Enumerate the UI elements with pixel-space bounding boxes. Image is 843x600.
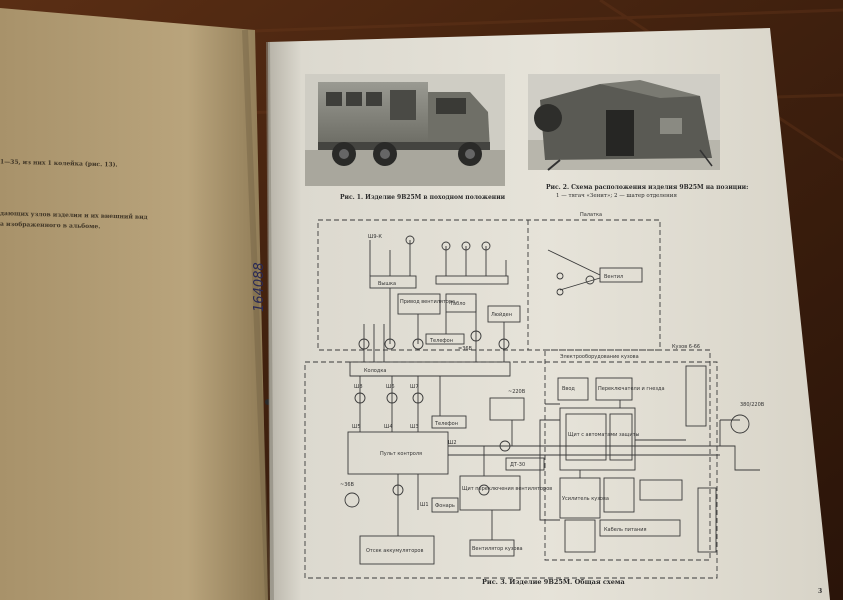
- tent-photo: [528, 74, 720, 171]
- box-kabel: Кабель питания: [604, 527, 647, 533]
- box-telefon2: Телефон: [434, 421, 458, 427]
- tag-sh9: Ш9-К: [368, 234, 382, 240]
- box-otsek: Отсек аккумуляторов: [366, 548, 423, 554]
- fig2-caption-line2: 1 — тягач «Зенит»; 2 — шатер отделения: [556, 193, 677, 199]
- region-top-label: Палатка: [580, 212, 602, 218]
- tag-sh5: Ш5: [352, 424, 361, 430]
- region-right-label: Электрооборудование кузова: [560, 354, 639, 360]
- tag-v36: =36В: [458, 346, 473, 352]
- tag-sh6: Ш6: [386, 384, 395, 390]
- box-privod: Привод вентилятора: [400, 299, 455, 305]
- diagram-labels: Палатка Электрооборудование кузова Кузов…: [340, 212, 765, 554]
- tag-sh2: Ш2: [448, 440, 457, 446]
- box-pult: Пульт контроля: [380, 451, 422, 457]
- box-liuiden: Люйден: [491, 311, 512, 318]
- box-vyshka: Вышка: [378, 281, 396, 287]
- box-vystav: Вентил: [604, 274, 623, 280]
- region-right2-label: Кузов 6-66: [672, 344, 700, 350]
- tag-sh8: Ш8: [354, 384, 363, 390]
- page-number: 3: [818, 588, 823, 595]
- box-telefon1: Телефон: [429, 338, 453, 344]
- box-vvod: Ввод: [562, 386, 575, 392]
- tag-v220: ~220В: [508, 389, 526, 395]
- fig2-caption-line1: Рис. 2. Схема расположения изделия 9В25М…: [546, 184, 749, 191]
- box-fonar: Фонарь: [435, 503, 455, 509]
- truck-photo: [305, 74, 505, 186]
- handwritten-number: 164088: [252, 262, 267, 312]
- schematic-diagram: [304, 219, 760, 579]
- tag-sh1: Ш1: [420, 502, 429, 508]
- box-tablo: Табло: [449, 301, 465, 307]
- box-perekl: Переключатели и гнезда: [598, 386, 665, 392]
- box-kolodka: Колодка: [364, 368, 386, 374]
- power-label: 380/220В: [740, 402, 765, 408]
- tag-vm36: ~36В: [340, 482, 355, 488]
- box-usilitel: Усилитель кузова: [562, 496, 609, 502]
- fig3-caption: Рис. 3. Изделие 9В25М. Общая схема: [482, 578, 625, 586]
- left-page: [0, 8, 268, 600]
- box-elektroshchit: Щит с автоматами защиты: [568, 432, 640, 438]
- box-dt: ДТ-30: [510, 462, 525, 468]
- box-ventilyator: Вентилятор кузова: [472, 546, 523, 552]
- tag-sh7: Ш7: [410, 384, 419, 390]
- box-shchit: Щит переключения вентиляторов: [462, 486, 552, 492]
- tag-sh4: Ш4: [384, 424, 393, 430]
- tag-sh3: Ш3: [410, 424, 419, 430]
- fig1-caption: Рис. 1. Изделие 9В25М в походном положен…: [340, 194, 506, 201]
